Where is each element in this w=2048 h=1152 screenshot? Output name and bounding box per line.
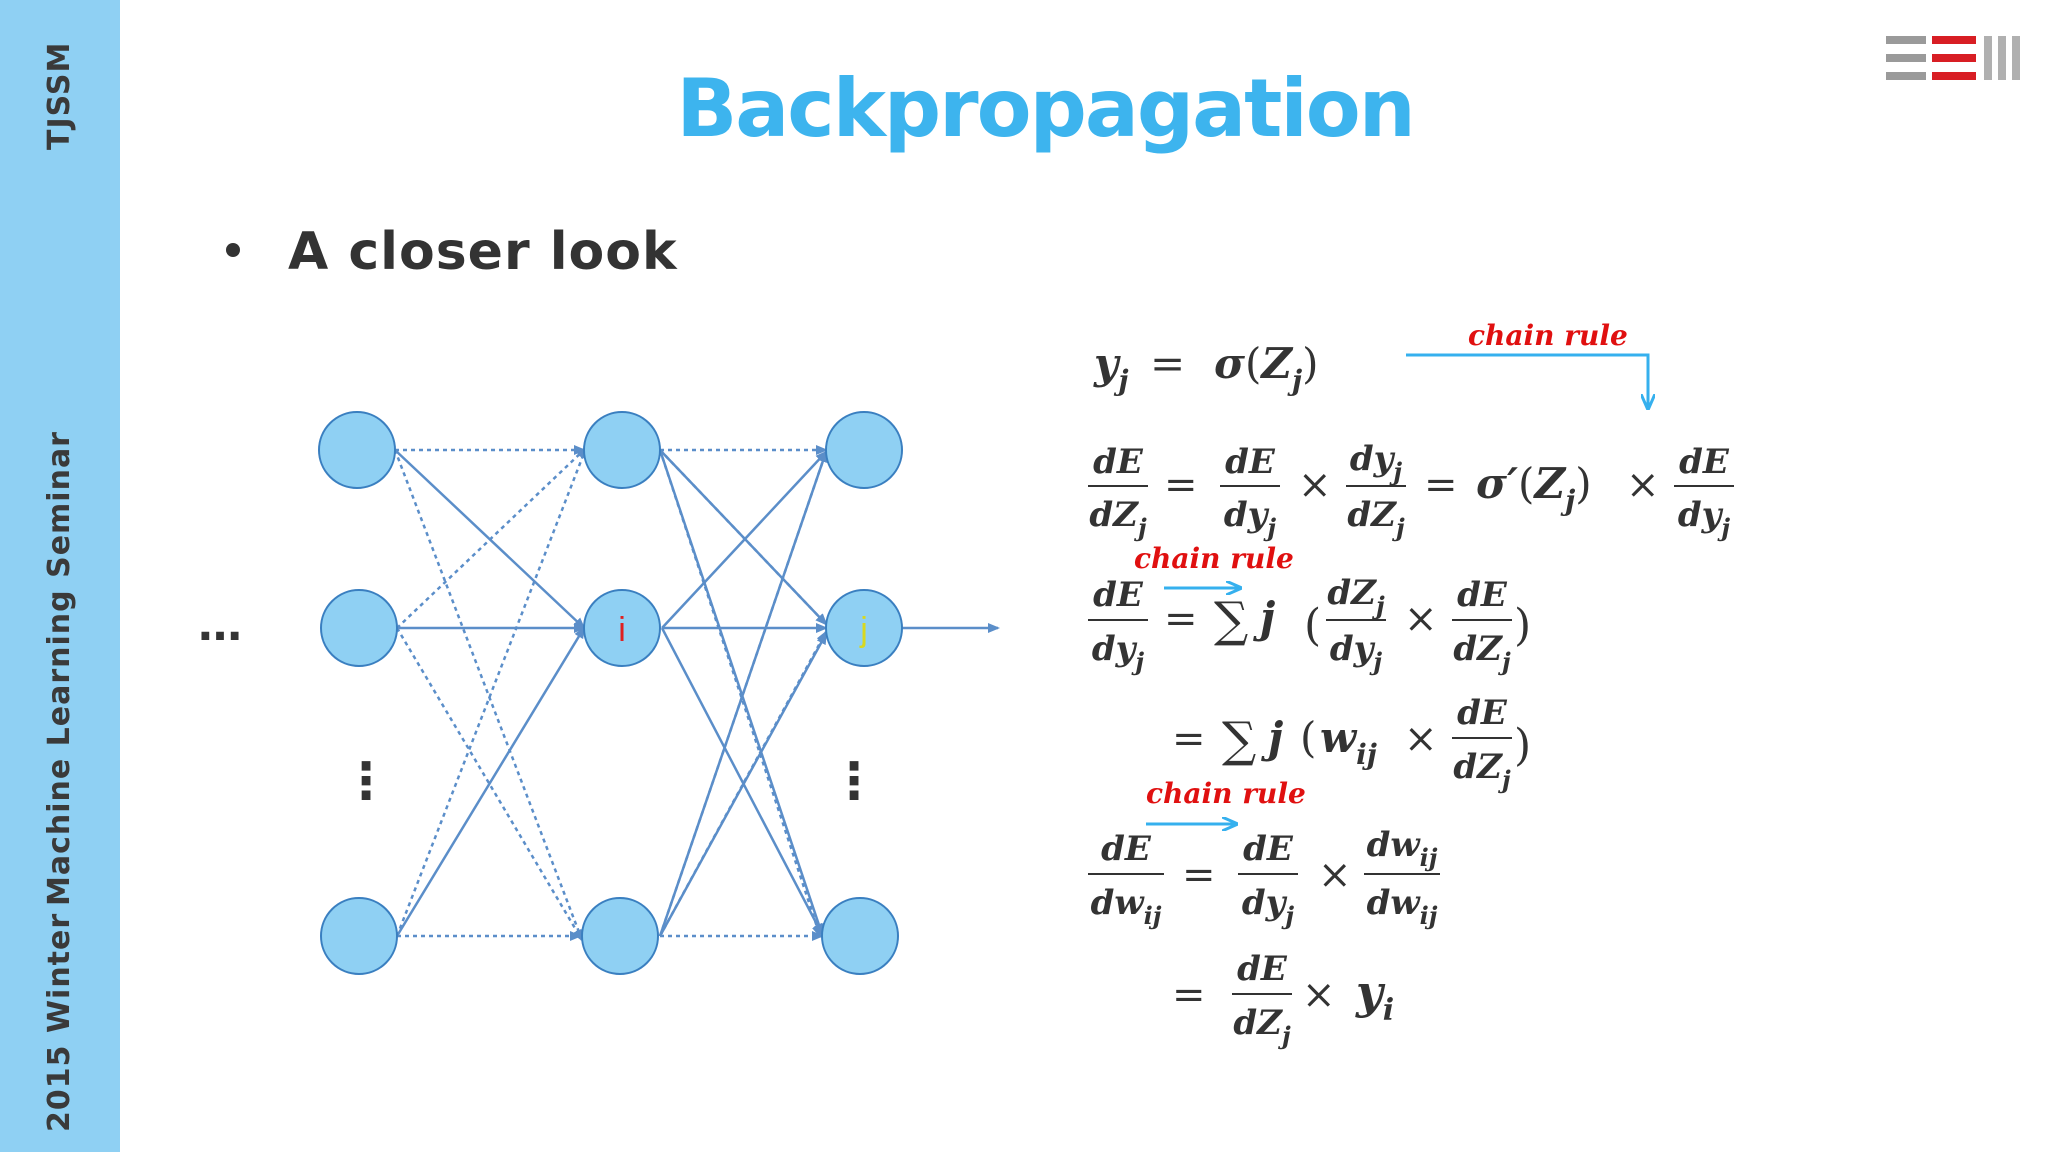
svg-text:dyj: dyj: [1092, 629, 1145, 676]
svg-text:dyj: dyj: [1224, 495, 1277, 542]
svg-text:×: ×: [1298, 462, 1332, 508]
svg-text:=: =: [1182, 852, 1216, 898]
svg-text:dE: dE: [1237, 949, 1288, 989]
hidden-node-i: [583, 589, 661, 667]
equation-6: = dE dZj × yi: [1172, 949, 1394, 1050]
logo-icon: [1886, 36, 2028, 80]
svg-text:): ): [1514, 720, 1531, 771]
svg-text:dZj: dZj: [1453, 747, 1511, 794]
bullet-text: A closer look: [288, 222, 678, 282]
svg-text:=: =: [1164, 596, 1198, 642]
svg-text:j: j: [1253, 593, 1275, 642]
svg-text:dyj: dyj: [1678, 495, 1731, 542]
network-nodes: [318, 411, 903, 975]
svg-text:): ): [1514, 600, 1531, 651]
svg-text:dE: dE: [1093, 575, 1144, 615]
svg-text:dyj: dyj: [1330, 629, 1383, 676]
svg-text:dE: dE: [1457, 575, 1508, 615]
svg-text:dwij: dwij: [1367, 883, 1438, 930]
svg-text:dE: dE: [1457, 693, 1508, 733]
output-node-j: [825, 589, 903, 667]
input-node-3: [320, 897, 398, 975]
svg-text:σ(Zj): σ(Zj): [1214, 339, 1319, 397]
output-node-3: [821, 897, 899, 975]
chain-rule-label-3: chain rule: [1146, 777, 1306, 810]
svg-text:=: =: [1150, 339, 1185, 388]
slide-title: Backpropagation: [676, 62, 1415, 155]
svg-text:wij: wij: [1320, 713, 1377, 771]
left-ellipsis: …: [198, 600, 242, 651]
svg-text:j: j: [1261, 713, 1283, 762]
svg-text:dZj: dZj: [1089, 495, 1147, 542]
svg-text:=: =: [1172, 716, 1206, 762]
equation-4: = ∑ j ( wij × dE dZj ): [1172, 693, 1531, 794]
vertical-ellipsis-input: ⋮: [341, 752, 391, 810]
chain-rule-label-2: chain rule: [1134, 542, 1294, 575]
svg-text:×: ×: [1318, 852, 1352, 898]
svg-text:dwij: dwij: [1091, 883, 1162, 930]
hidden-node-1: [583, 411, 661, 489]
svg-text:dE: dE: [1225, 442, 1276, 482]
equation-1: yj = σ(Zj): [1093, 339, 1319, 397]
svg-text:×: ×: [1404, 716, 1438, 762]
svg-text:dZj: dZj: [1347, 495, 1405, 542]
chain-rule-label-1: chain rule: [1468, 319, 1628, 352]
svg-text:×: ×: [1626, 462, 1660, 508]
svg-text:dZj: dZj: [1327, 573, 1385, 620]
svg-text:dyj: dyj: [1242, 883, 1295, 930]
equation-5: dE dwij = dE dyj × dwij dwij: [1088, 825, 1440, 930]
svg-text:∑: ∑: [1214, 592, 1248, 648]
svg-text:=: =: [1424, 462, 1458, 508]
input-node-2: [320, 589, 398, 667]
node-i-label: i: [618, 611, 626, 649]
svg-text:dwij: dwij: [1367, 825, 1438, 872]
svg-text:=: =: [1172, 972, 1206, 1018]
svg-text:(: (: [1304, 600, 1321, 651]
svg-text:yj: yj: [1093, 339, 1129, 397]
svg-text:dyj: dyj: [1350, 439, 1403, 486]
bullet-dot: [226, 243, 240, 257]
sidebar-band: TJSSM Machine Learning Seminar 2015 Wint…: [0, 0, 120, 1152]
chain-rule-arrow-1: [1406, 353, 1648, 408]
svg-text:dE: dE: [1243, 829, 1294, 869]
svg-text:dZj: dZj: [1233, 1003, 1291, 1050]
svg-text:σ′(Zj): σ′(Zj): [1476, 459, 1592, 517]
svg-text:=: =: [1164, 462, 1198, 508]
input-node-1: [318, 411, 396, 489]
vertical-ellipsis-output: ⋮: [829, 752, 879, 810]
equation-2: dE dZj = dE dyj × dyj dZj = σ′(Zj) × dE …: [1088, 439, 1734, 542]
svg-text:×: ×: [1302, 972, 1336, 1018]
equation-3: dE dyj = ∑ j ( dZj dyj × dE dZj ): [1088, 573, 1531, 676]
svg-text:dE: dE: [1101, 829, 1152, 869]
svg-text:yi: yi: [1355, 965, 1394, 1028]
hidden-node-3: [581, 897, 659, 975]
svg-text:dE: dE: [1093, 442, 1144, 482]
svg-text:dZj: dZj: [1453, 629, 1511, 676]
svg-text:dE: dE: [1679, 442, 1730, 482]
svg-text:×: ×: [1404, 596, 1438, 642]
network-edges: [393, 445, 1000, 942]
svg-text:∑: ∑: [1222, 712, 1256, 768]
output-node-1: [825, 411, 903, 489]
svg-text:(: (: [1300, 713, 1316, 762]
node-j-label: j: [859, 611, 868, 649]
